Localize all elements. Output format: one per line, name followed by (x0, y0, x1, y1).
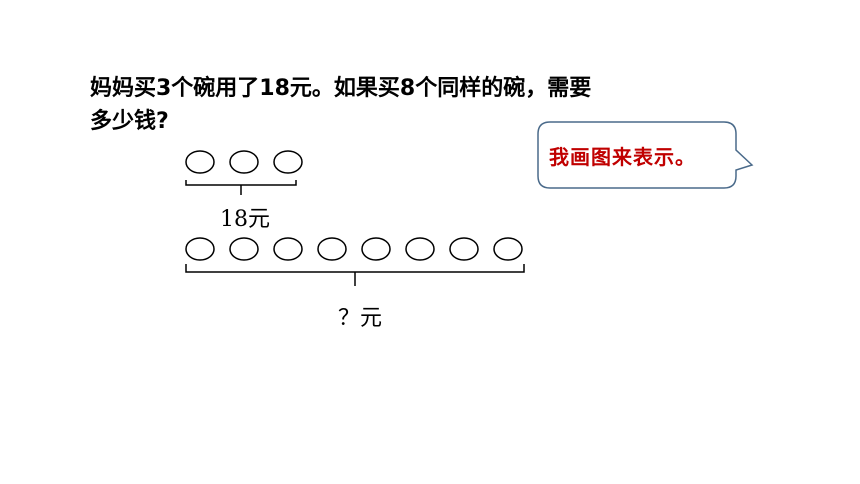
bowl-circle (317, 237, 347, 261)
bottom-total-label: ？元 (338, 306, 383, 331)
bowl-circle (449, 237, 479, 261)
bowl-circle (405, 237, 435, 261)
bowl-circle (273, 237, 303, 261)
bowl-circle (185, 237, 215, 261)
top-total-label: 18元 (220, 207, 270, 232)
bowl-circle (229, 150, 259, 174)
bowl-circle (493, 237, 523, 261)
word-problem: 妈妈买3个碗用了18元。如果买8个同样的碗，需要 多少钱? (90, 72, 690, 138)
bowl-circle (229, 237, 259, 261)
bowl-circle (185, 150, 215, 174)
question-line-1: 妈妈买3个碗用了18元。如果买8个同样的碗，需要 (90, 76, 592, 101)
bottom-bowl-group (185, 237, 523, 261)
top-brace (185, 180, 297, 195)
bottom-brace (185, 264, 525, 286)
question-line-2: 多少钱? (90, 109, 169, 134)
bowl-circle (273, 150, 303, 174)
bowl-circle (361, 237, 391, 261)
speech-bubble (537, 121, 754, 189)
speech-bubble-text: 我画图来表示。 (549, 145, 696, 169)
top-bowl-group (185, 150, 303, 174)
speech-bubble-outline (537, 121, 754, 189)
